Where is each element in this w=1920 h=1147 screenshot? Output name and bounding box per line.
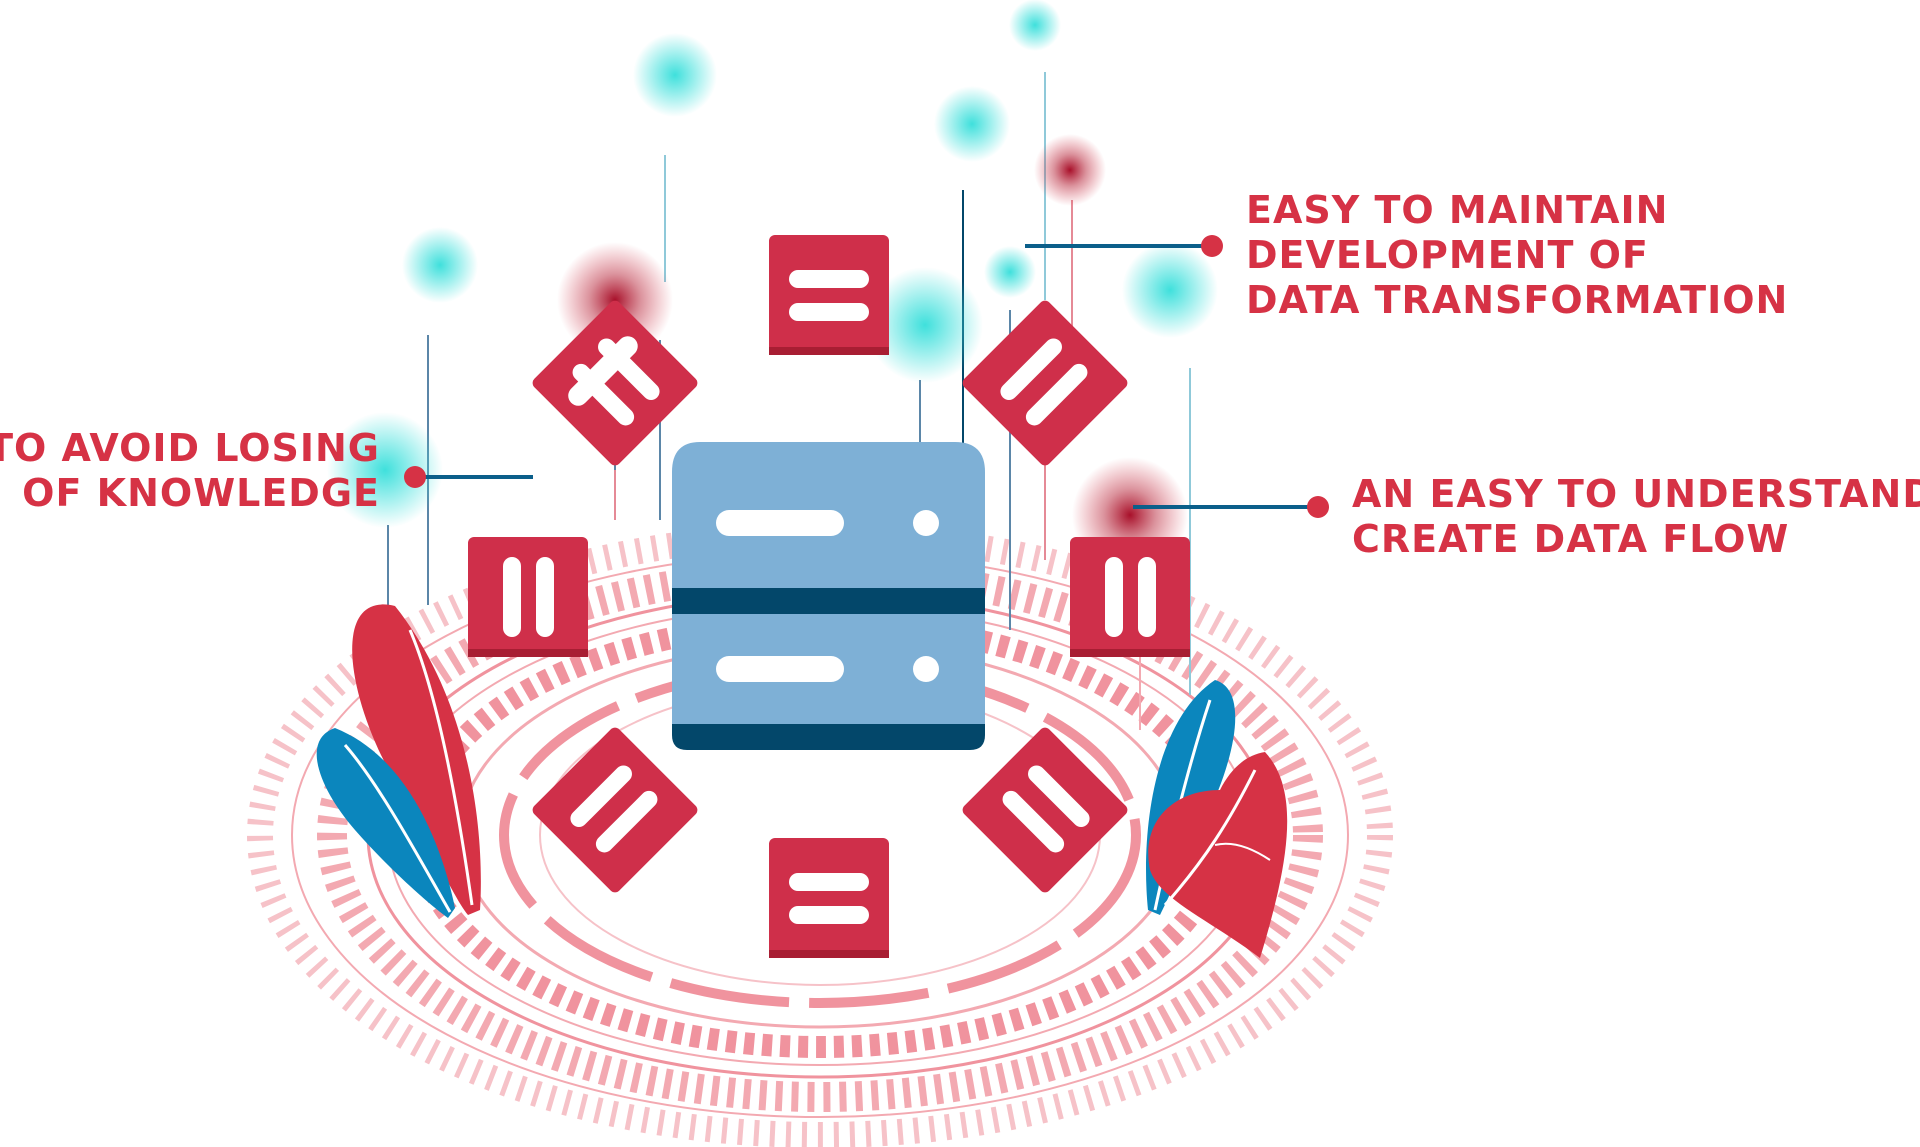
glow-orb (934, 86, 1010, 162)
callout-avoid-losing-knowledge: TO AVOID LOSING OF KNOWLEDGE (0, 426, 380, 516)
connector-dot (1201, 235, 1223, 257)
callout-line: AN EASY TO UNDERSTAND (1352, 472, 1920, 516)
callout-line: TO AVOID LOSING (0, 426, 380, 470)
ring-tick-mid (317, 558, 1323, 1112)
leaf-icon (1148, 752, 1288, 958)
glow-orb (327, 412, 443, 528)
callout-line: OF KNOWLEDGE (22, 471, 380, 515)
module-icon (769, 235, 889, 355)
module-icon (532, 300, 698, 466)
module-icon (962, 300, 1128, 466)
server-slot (716, 656, 844, 682)
glow-orb (1034, 134, 1106, 206)
connector-dot (1307, 496, 1329, 518)
module-icon (962, 727, 1128, 893)
connector-dot (404, 466, 426, 488)
callout-line: EASY TO MAINTAIN (1246, 188, 1669, 232)
server-icon (672, 442, 985, 750)
server-led (913, 656, 939, 682)
callout-line: CREATE DATA FLOW (1352, 517, 1790, 561)
glow-orb (984, 246, 1036, 298)
glow-orb (402, 227, 478, 303)
glow-orb (867, 267, 983, 383)
server-led (913, 510, 939, 536)
module-icon (532, 727, 698, 893)
leaf-icon (316, 728, 455, 918)
ring-tick-outer (247, 522, 1393, 1147)
server-slot (716, 510, 844, 536)
glow-orb (633, 33, 717, 117)
callout-line: DEVELOPMENT OF (1246, 233, 1649, 277)
module-icon (769, 838, 889, 958)
leaf-icon (352, 604, 481, 915)
module-icons (468, 235, 1190, 958)
glow-orb (1009, 0, 1061, 51)
module-icon (468, 537, 588, 657)
callout-line: DATA TRANSFORMATION (1246, 278, 1789, 322)
callout-easy-to-maintain: EASY TO MAINTAIN DEVELOPMENT OF DATA TRA… (1246, 188, 1788, 323)
glow-orb (1122, 242, 1218, 338)
module-icon (1070, 537, 1190, 657)
callout-easy-to-understand: AN EASY TO UNDERSTAND CREATE DATA FLOW (1352, 472, 1920, 562)
callout-connectors (404, 235, 1329, 518)
